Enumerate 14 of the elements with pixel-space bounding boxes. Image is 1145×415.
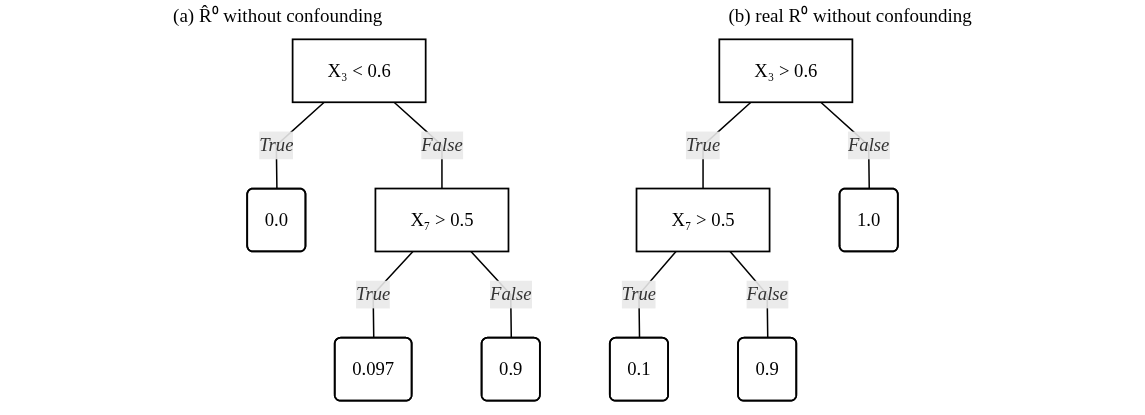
node-box: X₇ > 0.5 [374, 187, 510, 253]
node-box: X₃ > 0.6 [718, 38, 854, 104]
edge-label: False [421, 134, 463, 155]
edge-label: False [847, 134, 890, 155]
node-box: X₃ < 0.6 [291, 38, 427, 104]
panel-title: (b) real R⁰ without confounding [728, 4, 972, 28]
edge-label: True [356, 284, 391, 304]
edge-label: False [490, 284, 532, 304]
panel-title: (a) R̂⁰ without confounding [173, 4, 383, 28]
node-box: X₇ > 0.5 [635, 187, 771, 253]
edge-label: False [746, 284, 788, 304]
edge-label: True [685, 134, 721, 155]
edge-label: True [259, 134, 294, 155]
edge-label: True [621, 284, 657, 304]
